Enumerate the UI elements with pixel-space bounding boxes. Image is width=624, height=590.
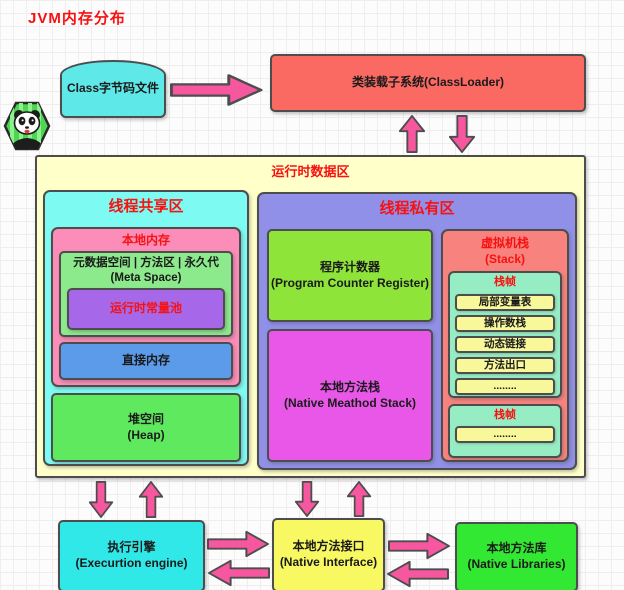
arrow-down-icon bbox=[294, 481, 320, 517]
vm-stack-line1: 虚拟机栈 bbox=[480, 236, 529, 250]
native-method-stack-line1: 本地方法栈 bbox=[319, 379, 380, 394]
native-libraries-line2: (Native Libraries) bbox=[467, 557, 566, 571]
arrow-up-icon bbox=[398, 115, 426, 153]
meta-space-line1: 元数据空间 | 方法区 | 永久代 bbox=[73, 257, 219, 269]
thread-private-zone-title: 线程私有区 bbox=[379, 200, 455, 217]
meta-space-line2: (Meta Space) bbox=[110, 271, 182, 284]
stack-frame-2-title: 栈帧 bbox=[494, 409, 516, 421]
stack-frame-1: 栈帧 bbox=[448, 271, 562, 398]
arrow-up-icon bbox=[138, 481, 164, 518]
native-interface-box: 本地方法接口 (Native Interface) bbox=[272, 518, 385, 590]
class-file-label: Class字节码文件 bbox=[66, 81, 160, 96]
stack-frame-1-title: 栈帧 bbox=[494, 276, 516, 288]
pc-register-line2: (Program Counter Register) bbox=[270, 275, 430, 290]
frame-item-ellipsis: ........ bbox=[455, 378, 555, 395]
vm-stack-line2: (Stack) bbox=[484, 251, 525, 266]
heap-box: 堆空间 (Heap) bbox=[51, 393, 241, 462]
native-libraries-box: 本地方法库 (Native Libraries) bbox=[455, 522, 578, 590]
arrow-down-icon bbox=[448, 115, 476, 153]
arrow-left-icon bbox=[386, 559, 449, 589]
arrow-up-icon bbox=[346, 481, 372, 517]
frame-2-item-ellipsis: ........ bbox=[455, 426, 555, 443]
arrow-right-icon bbox=[388, 531, 451, 561]
arrow-left-icon bbox=[207, 558, 270, 588]
frame-item-label: 局部变量表 bbox=[478, 295, 532, 308]
local-memory-title: 本地内存 bbox=[121, 233, 170, 247]
pc-register-line1: 程序计数器 bbox=[319, 259, 380, 274]
arrow-right-icon bbox=[207, 529, 270, 559]
runtime-constant-pool-box: 运行时常量池 bbox=[67, 288, 225, 330]
execution-engine-box: 执行引擎 (Execurtion engine) bbox=[58, 520, 205, 590]
thread-shared-zone-title: 线程共享区 bbox=[108, 198, 184, 215]
panda-icon bbox=[3, 101, 51, 151]
page-title: JVM内存分布 bbox=[28, 10, 126, 27]
frame-item-operand-stack: 操作数栈 bbox=[455, 315, 555, 332]
frame-item-label: ........ bbox=[493, 427, 517, 440]
native-method-stack-box: 本地方法栈 (Native Meathod Stack) bbox=[267, 329, 433, 462]
execution-engine-line2: (Execurtion engine) bbox=[75, 556, 188, 570]
frame-item-label: ........ bbox=[493, 379, 517, 392]
native-method-stack-line2: (Native Meathod Stack) bbox=[283, 395, 417, 410]
program-counter-register-box: 程序计数器 (Program Counter Register) bbox=[267, 229, 433, 322]
native-interface-line1: 本地方法接口 bbox=[292, 539, 365, 554]
frame-item-label: 操作数栈 bbox=[484, 316, 526, 329]
frame-item-dynamic-linking: 动态链接 bbox=[455, 336, 555, 353]
class-file-box: Class字节码文件 bbox=[60, 60, 166, 118]
classloader-box: 类装载子系统(ClassLoader) bbox=[270, 54, 586, 112]
arrow-down-icon bbox=[88, 481, 114, 518]
classloader-label: 类装载子系统(ClassLoader) bbox=[351, 75, 505, 90]
arrow-right-icon bbox=[170, 72, 264, 108]
execution-engine-line1: 执行引擎 bbox=[107, 540, 156, 555]
heap-line1: 堆空间 bbox=[127, 411, 164, 426]
frame-item-label: 动态链接 bbox=[484, 337, 526, 350]
heap-line2: (Heap) bbox=[127, 427, 165, 442]
direct-memory-label: 直接内存 bbox=[121, 353, 170, 368]
frame-item-local-variable-table: 局部变量表 bbox=[455, 294, 555, 311]
runtime-data-area-title: 运行时数据区 bbox=[271, 164, 350, 179]
native-interface-line2: (Native Interface) bbox=[279, 555, 378, 569]
native-libraries-line1: 本地方法库 bbox=[486, 541, 547, 556]
direct-memory-box: 直接内存 bbox=[59, 342, 233, 380]
frame-item-method-exit: 方法出口 bbox=[455, 357, 555, 374]
frame-item-label: 方法出口 bbox=[484, 358, 526, 371]
runtime-constant-pool-label: 运行时常量池 bbox=[109, 301, 182, 316]
